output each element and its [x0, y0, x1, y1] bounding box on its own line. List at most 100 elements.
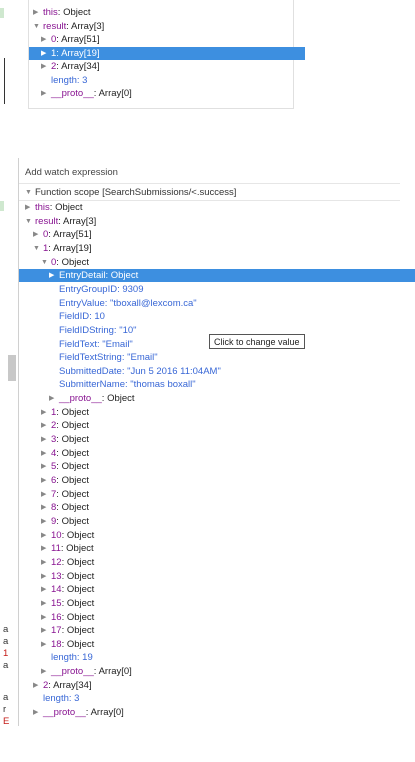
property-value[interactable]: Object	[61, 515, 90, 527]
property-value[interactable]: "Jun 5 2016 11:04AM"	[127, 365, 221, 377]
tree-row[interactable]: length: 3	[41, 74, 87, 87]
property-value[interactable]: "Email"	[127, 352, 158, 364]
tree-row[interactable]: ▶17: Object	[41, 624, 94, 637]
tree-row[interactable]: length: 3	[33, 692, 79, 705]
property-value[interactable]: Object	[66, 625, 95, 637]
collapse-arrow-icon[interactable]: ▶	[41, 517, 47, 525]
property-value[interactable]: Array[19]	[53, 242, 92, 254]
collapse-arrow-icon[interactable]: ▶	[41, 545, 47, 553]
property-value[interactable]: Object	[107, 393, 135, 405]
tree-row[interactable]: ▶13: Object	[41, 570, 94, 583]
tree-row[interactable]: ▶9: Object	[41, 515, 89, 528]
tree-row[interactable]: ▶__proto__: Array[0]	[33, 706, 124, 719]
property-value[interactable]: Object	[63, 7, 91, 18]
tree-row[interactable]: ▶16: Object	[41, 611, 94, 624]
property-value[interactable]: Object	[66, 556, 95, 568]
collapse-arrow-icon[interactable]: ▶	[33, 231, 39, 239]
tree-row[interactable]: ▶2: Array[34]	[33, 679, 92, 692]
tree-row[interactable]: ▶18: Object	[41, 638, 94, 651]
tree-row[interactable]: FieldID: 10	[49, 310, 105, 323]
collapse-arrow-icon[interactable]: ▶	[25, 204, 31, 211]
property-value[interactable]: 10	[94, 311, 105, 323]
tree-row[interactable]: FieldIDString: "10"	[49, 324, 137, 337]
property-value[interactable]: Array[3]	[63, 215, 97, 227]
property-value[interactable]: Array[0]	[90, 707, 124, 719]
property-value[interactable]: Object	[61, 420, 90, 432]
property-value[interactable]: Object	[66, 638, 95, 650]
tree-row[interactable]: ▶1: Array[19]	[29, 46, 305, 60]
property-value[interactable]: Object	[61, 447, 90, 459]
tree-row[interactable]: FieldText: "Email"	[49, 338, 133, 351]
property-value[interactable]: "10"	[119, 324, 137, 336]
collapse-arrow-icon[interactable]: ▶	[41, 422, 47, 430]
collapse-arrow-icon[interactable]: ▶	[41, 613, 47, 621]
collapse-arrow-icon[interactable]: ▶	[41, 572, 47, 580]
collapse-arrow-icon[interactable]: ▶	[41, 63, 47, 70]
tree-row[interactable]: EntryValue: "tboxall@lexcom.ca"	[49, 297, 197, 310]
property-value[interactable]: "tboxall@lexcom.ca"	[110, 297, 197, 309]
property-value[interactable]: 3	[82, 74, 88, 86]
collapse-arrow-icon[interactable]: ▶	[41, 531, 47, 539]
tree-row[interactable]: ▶1: Object	[41, 406, 89, 419]
tree-row[interactable]: ▶0: Array[51]	[33, 228, 92, 241]
property-value[interactable]: 19	[82, 652, 93, 664]
expand-arrow-icon[interactable]: ▼	[33, 244, 40, 252]
property-value[interactable]: "thomas boxall"	[130, 379, 196, 391]
collapse-arrow-icon[interactable]: ▶	[41, 504, 47, 512]
property-value[interactable]: 9309	[122, 283, 144, 295]
add-watch-expression[interactable]: Add watch expression	[25, 167, 118, 178]
collapse-arrow-icon[interactable]: ▶	[41, 558, 47, 566]
collapse-arrow-icon[interactable]: ▶	[41, 477, 47, 484]
collapse-arrow-icon[interactable]: ▶	[33, 681, 39, 689]
collapse-arrow-icon[interactable]: ▶	[33, 709, 39, 717]
tree-row[interactable]: ▶2: Array[34]	[41, 60, 100, 73]
tree-row[interactable]: ▶7: Object	[41, 488, 89, 501]
collapse-arrow-icon[interactable]: ▶	[49, 272, 55, 280]
tree-row[interactable]: ▶2: Object	[41, 419, 89, 432]
tree-row[interactable]: SubmittedDate: "Jun 5 2016 11:04AM"	[49, 365, 221, 378]
tree-row[interactable]: ▼result: Array[3]	[25, 215, 96, 228]
tree-row[interactable]: ▶10: Object	[41, 529, 94, 542]
property-value[interactable]: Array[3]	[71, 20, 105, 32]
tree-row[interactable]: ▶0: Array[51]	[41, 33, 100, 46]
collapse-arrow-icon[interactable]: ▶	[41, 436, 47, 444]
collapse-arrow-icon[interactable]: ▶	[41, 408, 47, 416]
tree-row[interactable]: ▶4: Object	[41, 447, 89, 460]
collapse-arrow-icon[interactable]: ▶	[33, 9, 39, 16]
tree-row[interactable]: ▼result: Array[3]	[33, 20, 104, 33]
tree-row[interactable]: ▶__proto__: Array[0]	[41, 87, 132, 100]
property-value[interactable]: Object	[66, 584, 95, 596]
property-value[interactable]: Array[34]	[53, 679, 92, 691]
property-value[interactable]: Object	[66, 529, 95, 541]
property-value[interactable]: Object	[66, 543, 94, 555]
expand-arrow-icon[interactable]: ▼	[25, 189, 32, 196]
tree-row[interactable]: ▶__proto__: Array[0]	[41, 665, 132, 678]
tree-row[interactable]: length: 19	[41, 651, 93, 664]
property-value[interactable]: Array[19]	[61, 47, 100, 59]
property-value[interactable]: Object	[66, 611, 95, 623]
tree-row[interactable]: FieldTextString: "Email"	[49, 351, 158, 364]
property-value[interactable]: Array[34]	[61, 61, 100, 72]
property-value[interactable]: Object	[55, 202, 83, 213]
tree-row[interactable]: ▶this: Object	[33, 6, 91, 19]
property-value[interactable]: Object	[61, 488, 90, 500]
tree-row[interactable]: ▶6: Object	[41, 474, 89, 487]
collapse-arrow-icon[interactable]: ▶	[41, 640, 47, 648]
property-value[interactable]: Object	[61, 406, 90, 418]
property-value[interactable]: Object	[110, 270, 139, 282]
tree-row[interactable]: ▶3: Object	[41, 433, 89, 446]
tree-row[interactable]: ▼0: Object	[41, 256, 89, 269]
tree-row[interactable]: ▶this: Object	[25, 201, 83, 214]
expand-arrow-icon[interactable]: ▼	[41, 258, 48, 266]
collapse-arrow-icon[interactable]: ▶	[41, 599, 47, 607]
collapse-arrow-icon[interactable]: ▶	[41, 668, 47, 676]
tree-row[interactable]: ▶14: Object	[41, 583, 94, 596]
collapse-arrow-icon[interactable]: ▶	[41, 490, 47, 498]
property-value[interactable]: Array[51]	[53, 229, 92, 241]
expand-arrow-icon[interactable]: ▼	[33, 22, 40, 30]
collapse-arrow-icon[interactable]: ▶	[41, 463, 47, 471]
tree-row[interactable]: ▶15: Object	[41, 597, 94, 610]
property-value[interactable]: Object	[61, 475, 90, 486]
collapse-arrow-icon[interactable]: ▶	[41, 586, 47, 594]
collapse-arrow-icon[interactable]: ▶	[41, 49, 47, 57]
